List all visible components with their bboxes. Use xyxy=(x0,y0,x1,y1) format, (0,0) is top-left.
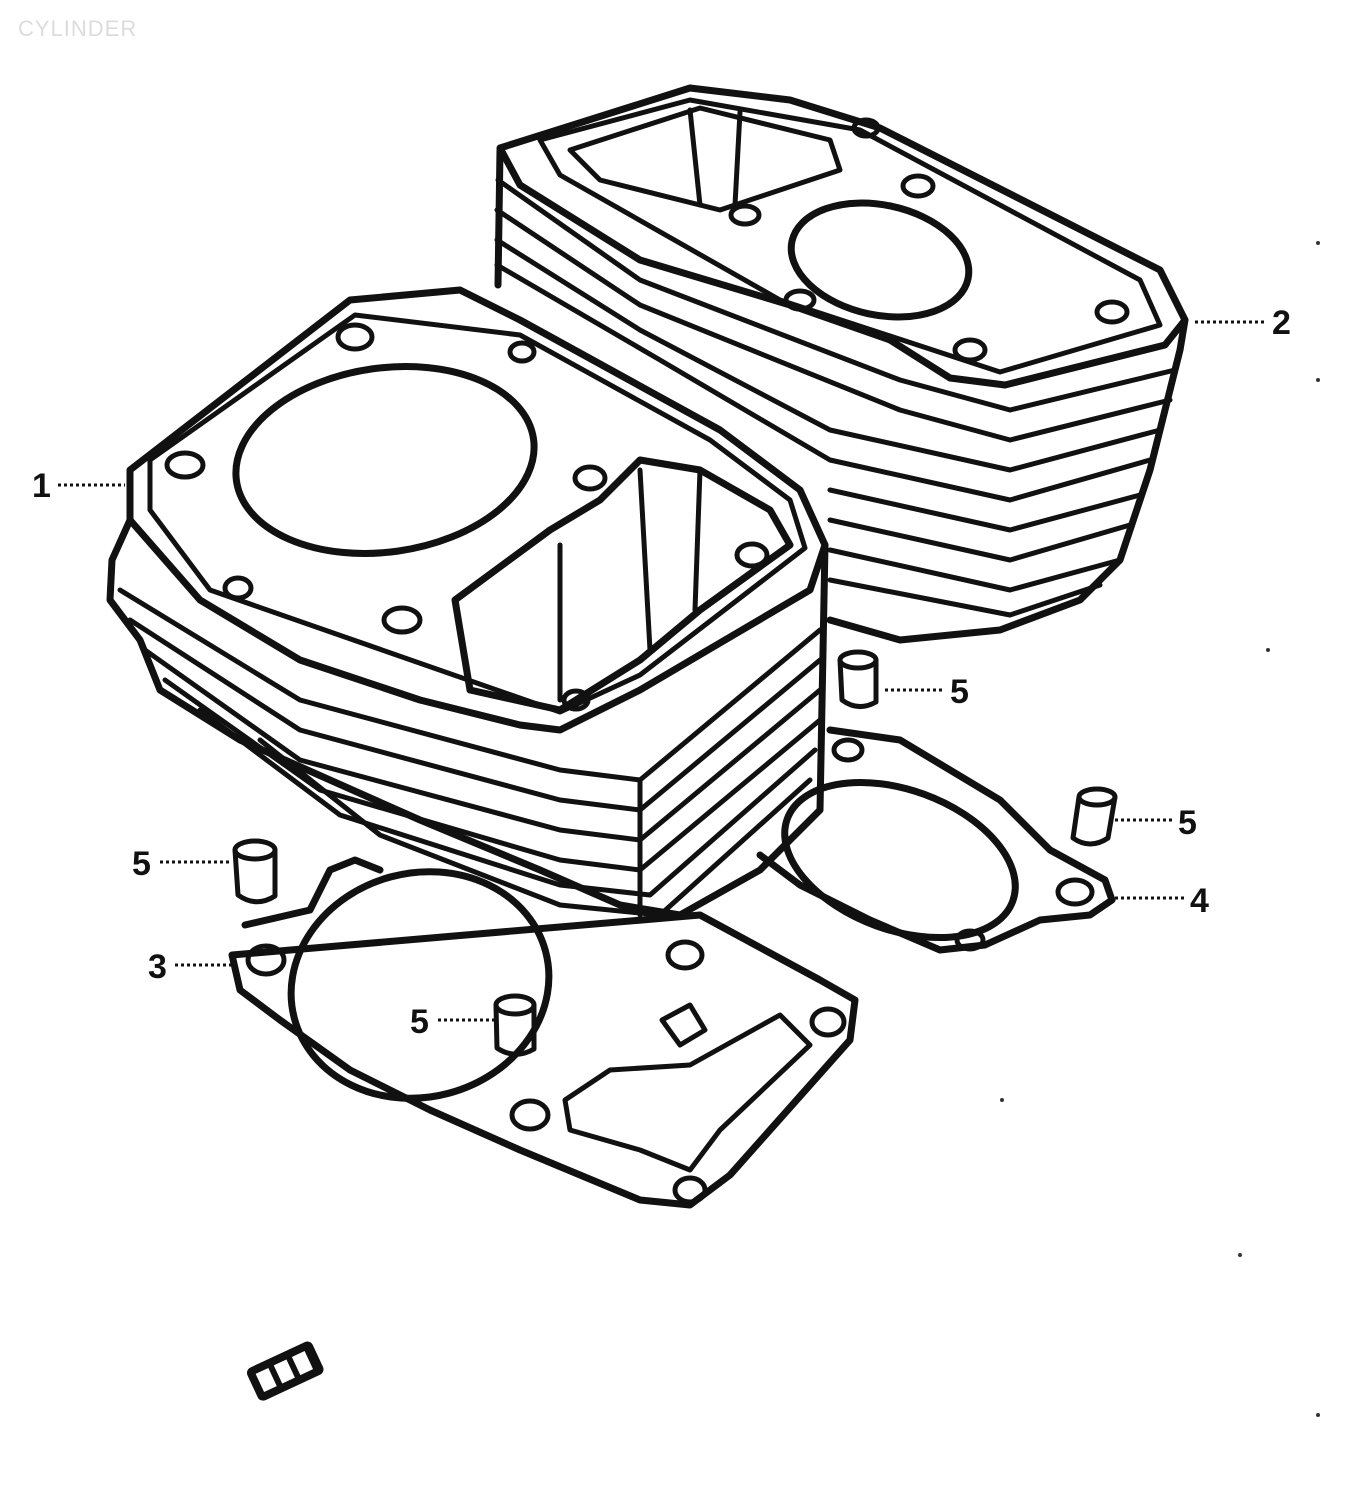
callout-3: 3 xyxy=(148,948,167,986)
rear-base-gasket xyxy=(756,726,1116,954)
callout-5b: 5 xyxy=(1178,804,1197,842)
rear-cylinder-block xyxy=(494,84,1189,644)
callout-5c: 5 xyxy=(132,845,151,883)
page-title: CYLINDER xyxy=(18,16,138,41)
callout-4: 4 xyxy=(1190,882,1209,920)
direction-stamp xyxy=(246,1341,324,1401)
dowel-pin-center xyxy=(493,993,537,1057)
callout-1: 1 xyxy=(32,467,51,505)
dowel-pin-upper-right xyxy=(837,649,879,709)
dowel-pin-right xyxy=(1070,786,1118,847)
dowel-pin-left xyxy=(232,838,278,905)
callout-5a: 5 xyxy=(950,673,969,711)
front-cylinder-block xyxy=(106,286,829,919)
callout-2: 2 xyxy=(1272,304,1291,342)
front-base-gasket xyxy=(228,856,859,1209)
callout-5d: 5 xyxy=(410,1003,429,1041)
